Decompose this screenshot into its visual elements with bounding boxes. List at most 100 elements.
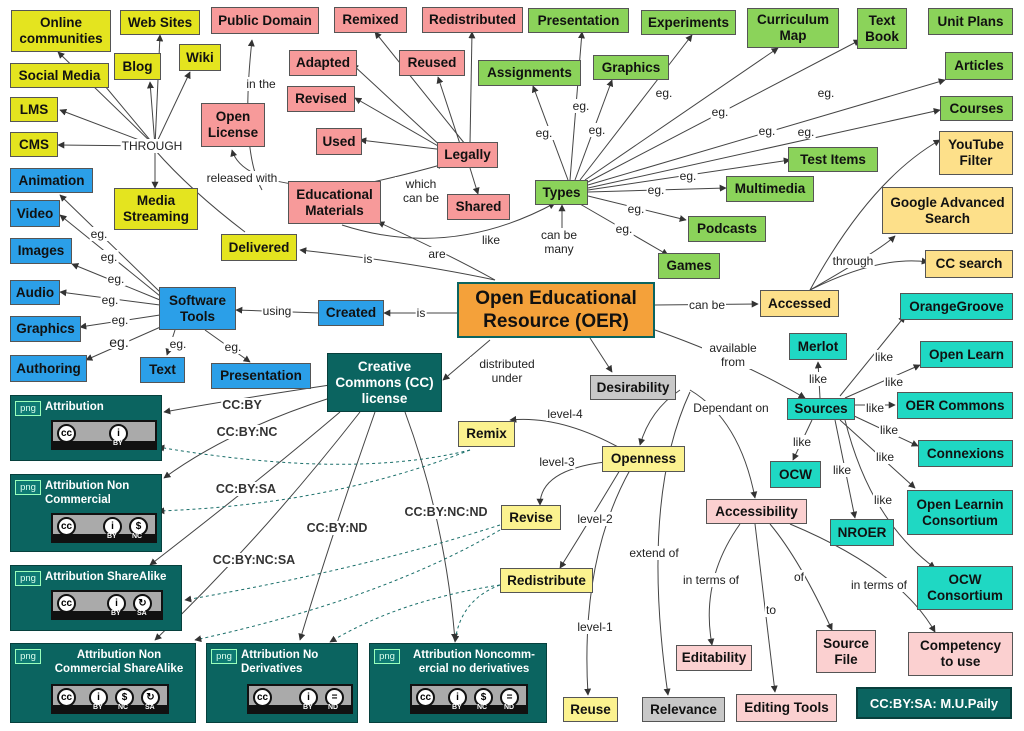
cc-label: CC:BY:ND bbox=[305, 521, 369, 535]
cc-label: CC:BY:SA bbox=[214, 482, 278, 496]
edge-label: like bbox=[873, 350, 895, 364]
edge-label: eg. bbox=[110, 313, 130, 327]
noncommercial-icon: $ bbox=[474, 688, 493, 707]
node-media-streaming: Media Streaming bbox=[114, 188, 198, 230]
nd-code: ND bbox=[328, 704, 339, 711]
edge-label: level-4 bbox=[546, 407, 584, 421]
sa-code: SA bbox=[145, 704, 155, 711]
node-wiki: Wiki bbox=[179, 44, 221, 71]
edge-label: can be many bbox=[536, 228, 582, 256]
edge-label: eg. bbox=[108, 334, 130, 350]
edge-label: which can be bbox=[395, 177, 447, 205]
edge-label: Dependant on bbox=[692, 401, 770, 415]
attribution-icon: i bbox=[103, 517, 122, 536]
edge-label: like bbox=[791, 435, 813, 449]
node-shared: Shared bbox=[447, 194, 510, 220]
node-open-learn: Open Learn bbox=[920, 341, 1013, 368]
node-presentation-type: Presentation bbox=[528, 8, 629, 33]
node-openness: Openness bbox=[602, 446, 685, 472]
cc-icon: cc bbox=[416, 688, 435, 707]
cc-label: CC:BY bbox=[221, 398, 263, 412]
node-curriculum-map: Curriculum Map bbox=[747, 8, 839, 48]
by-code: BY bbox=[452, 704, 462, 711]
noncommercial-icon: $ bbox=[129, 517, 148, 536]
node-accessibility: Accessibility bbox=[706, 499, 807, 524]
edge-label: eg. bbox=[571, 99, 591, 113]
edge-label: like bbox=[480, 233, 502, 247]
edge-label: eg. bbox=[626, 202, 646, 216]
png-tag: png bbox=[15, 649, 41, 664]
node-used: Used bbox=[316, 128, 362, 155]
cc-icon: cc bbox=[57, 688, 76, 707]
attribution-icon: i bbox=[448, 688, 467, 707]
edge-label: using bbox=[261, 304, 293, 318]
node-online-communities: Online communities bbox=[11, 10, 111, 52]
node-redistribute: Redistribute bbox=[500, 568, 593, 593]
node-connexions: Connexions bbox=[918, 440, 1013, 467]
node-podcasts: Podcasts bbox=[688, 216, 766, 242]
edge-label: available from bbox=[702, 341, 764, 369]
node-graphics-type: Graphics bbox=[593, 55, 669, 80]
edge-label: can be bbox=[687, 298, 727, 312]
edge-label: like bbox=[883, 375, 905, 389]
card-title: Attribution Non Commercial bbox=[45, 480, 130, 506]
attribution-icon: i bbox=[109, 424, 128, 443]
nc-code: NC bbox=[118, 704, 129, 711]
node-public-domain: Public Domain bbox=[211, 7, 319, 34]
edge-label: eg. bbox=[106, 272, 126, 286]
node-revised: Revised bbox=[287, 86, 355, 112]
card-title: Attribution bbox=[45, 401, 104, 413]
edge-label: like bbox=[831, 463, 853, 477]
node-youtube-filter: YouTube Filter bbox=[939, 131, 1013, 175]
card-title: Attribution No Derivatives bbox=[241, 649, 319, 675]
node-educational-materials: Educational Materials bbox=[288, 181, 381, 224]
edge-label: in the bbox=[245, 77, 277, 91]
png-tag: png bbox=[211, 649, 237, 664]
edge-label: distributed under bbox=[470, 357, 544, 385]
edge-label: in terms of bbox=[849, 578, 909, 592]
node-remix: Remix bbox=[458, 421, 515, 447]
node-test-items: Test Items bbox=[788, 147, 878, 172]
edge-label: level-1 bbox=[576, 620, 614, 634]
sa-code: SA bbox=[137, 610, 147, 617]
node-assignments: Assignments bbox=[478, 60, 581, 86]
node-accessed: Accessed bbox=[760, 290, 839, 317]
cc-by-badge: cc i BY bbox=[51, 420, 157, 450]
node-legally: Legally bbox=[437, 142, 498, 168]
edge-label: level-2 bbox=[576, 512, 614, 526]
node-reused: Reused bbox=[399, 50, 465, 76]
node-adapted: Adapted bbox=[289, 50, 357, 76]
cc-label: CC:BY:NC bbox=[215, 425, 279, 439]
node-unit-plans: Unit Plans bbox=[928, 8, 1013, 35]
node-desirability: Desirability bbox=[590, 375, 676, 400]
node-articles: Articles bbox=[945, 52, 1013, 80]
node-creative-commons-license: Creative Commons (CC) license bbox=[327, 353, 442, 412]
node-editability: Editability bbox=[676, 645, 752, 671]
card-title: Attribution ShareAlike bbox=[45, 571, 167, 583]
by-code: BY bbox=[111, 610, 121, 617]
edge-label: level-3 bbox=[538, 455, 576, 469]
edge-label: like bbox=[807, 372, 829, 386]
edge-label: like bbox=[872, 493, 894, 507]
card-attribution-sharealike: png Attribution ShareAlike cc i ↻ BY SA bbox=[10, 565, 182, 631]
node-open-learnin-consortium: Open Learnin Consortium bbox=[907, 490, 1013, 535]
node-ocw-consortium: OCW Consortium bbox=[917, 566, 1013, 610]
node-oer-commons: OER Commons bbox=[897, 392, 1013, 419]
by-code: BY bbox=[93, 704, 103, 711]
png-tag: png bbox=[374, 649, 400, 664]
node-images: Images bbox=[10, 238, 72, 264]
node-blog: Blog bbox=[114, 53, 161, 80]
node-software-tools: Software Tools bbox=[159, 287, 236, 330]
sharealike-icon: ↻ bbox=[133, 594, 152, 613]
node-nroer: NROER bbox=[830, 519, 894, 546]
edge-label: released with bbox=[205, 171, 279, 185]
node-cc-search: CC search bbox=[925, 250, 1013, 278]
by-code: BY bbox=[303, 704, 313, 711]
node-experiments: Experiments bbox=[641, 10, 736, 35]
noncommercial-icon: $ bbox=[115, 688, 134, 707]
node-web-sites: Web Sites bbox=[120, 10, 200, 35]
edge-label: like bbox=[864, 401, 886, 415]
edge-label: to bbox=[764, 603, 778, 617]
node-orangegroove: OrangeGroove bbox=[900, 293, 1013, 320]
edge-label: eg. bbox=[614, 222, 634, 236]
